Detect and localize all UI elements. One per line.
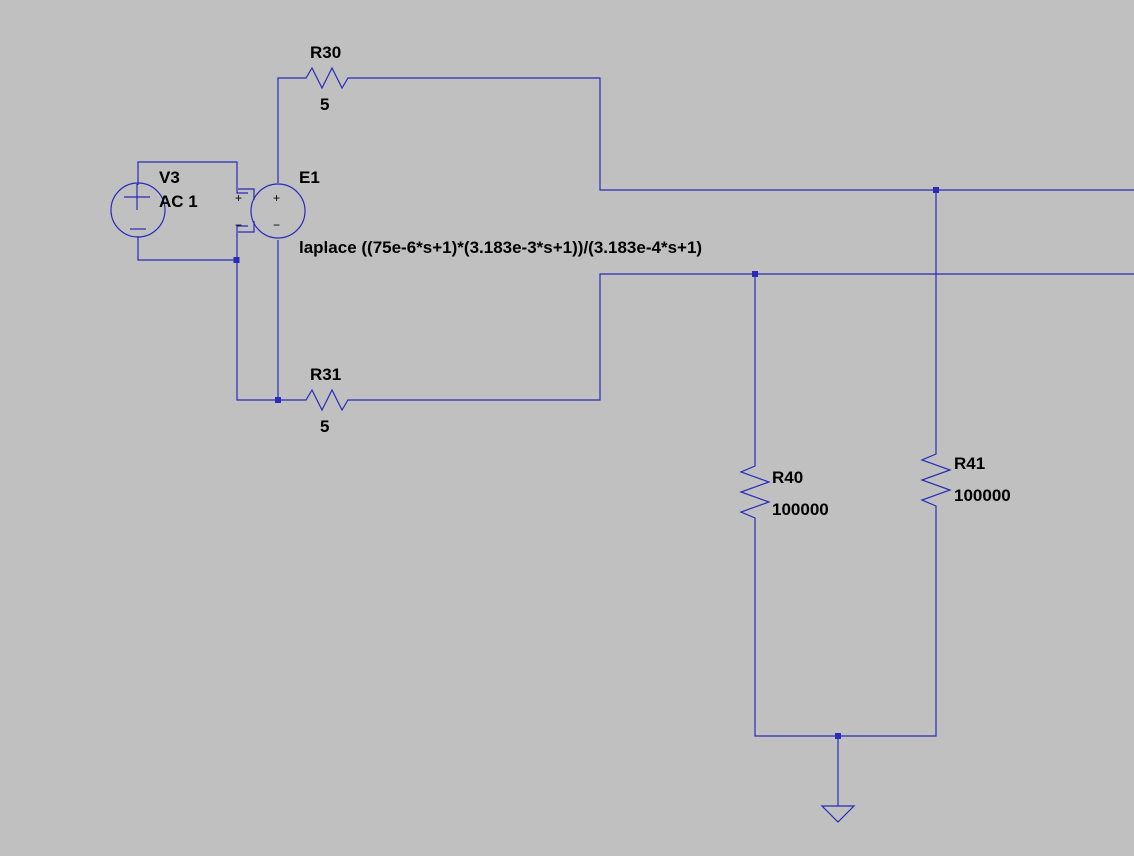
e1-out-plus-sign: +: [273, 191, 280, 205]
junctions: [233, 187, 939, 739]
ground-icon[interactable]: [820, 805, 856, 823]
v3-source[interactable]: [110, 182, 166, 238]
r30-value-label: 5: [320, 95, 329, 114]
r40-name-label: R40: [772, 468, 803, 487]
wire-r40-bottom[interactable]: [754, 520, 838, 737]
r30-name-label: R30: [310, 43, 341, 62]
wire-v3-bottom[interactable]: [137, 236, 237, 261]
controlled-source-icon: [250, 183, 306, 239]
voltage-source-icon: [110, 182, 166, 238]
e1-name-label: E1: [299, 168, 320, 187]
r31-value-label: 5: [320, 417, 329, 436]
r41-value-label: 100000: [954, 486, 1011, 505]
r30-resistor-icon[interactable]: [300, 66, 352, 90]
wire-sense-minus[interactable]: [236, 225, 278, 401]
e1-sense-plus-sign: +: [235, 191, 242, 205]
e1-sense-minus-sign: −: [235, 218, 242, 232]
r41-name-label: R41: [954, 454, 985, 473]
wire-e1-plus[interactable]: [277, 77, 300, 183]
junction-dot: [933, 187, 939, 193]
e1-expression-label: laplace ((75e-6*s+1)*(3.183e-3*s+1))/(3.…: [299, 238, 702, 257]
wires: [137, 77, 1134, 806]
r40-value-label: 100000: [772, 500, 829, 519]
r31-name-label: R31: [310, 365, 341, 384]
wire-v3-top[interactable]: [137, 161, 248, 194]
wire-r30-out[interactable]: [352, 77, 1134, 191]
wire-r41-bottom[interactable]: [838, 508, 937, 737]
junction-dot: [275, 397, 281, 403]
v3-name-label: V3: [159, 168, 180, 187]
junction-dot: [752, 271, 758, 277]
v3-value-label: AC 1: [159, 192, 198, 211]
junction-dot: [233, 257, 240, 263]
r40-resistor-icon[interactable]: [739, 460, 771, 520]
r31-resistor-icon[interactable]: [300, 388, 352, 412]
junction-dot: [835, 733, 841, 739]
r41-resistor-icon[interactable]: [920, 448, 952, 508]
e1-out-minus-sign: −: [273, 218, 280, 232]
wire-e1-minus[interactable]: [277, 240, 300, 401]
e1-source[interactable]: + − + −: [235, 183, 306, 239]
wire-r31-out[interactable]: [352, 273, 1134, 401]
